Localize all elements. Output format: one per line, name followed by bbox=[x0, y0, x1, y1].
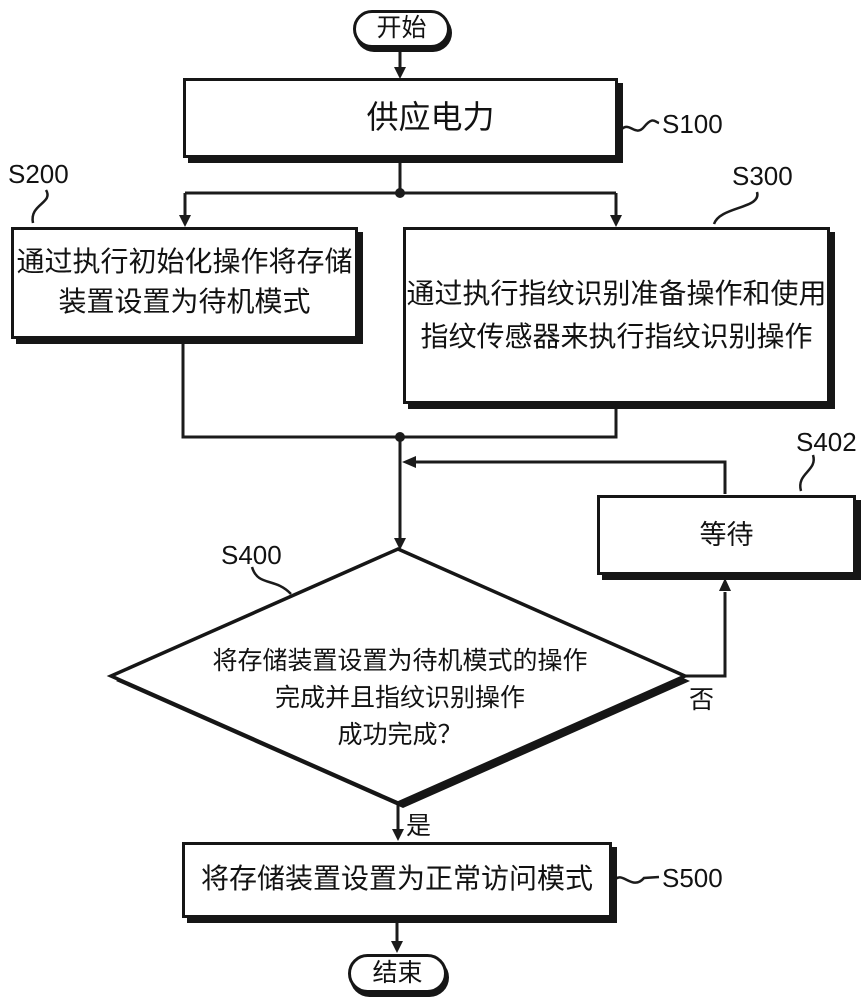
arrowhead bbox=[391, 941, 403, 953]
s500-label: 将存储装置设置为正常访问模式 bbox=[200, 864, 593, 896]
step-label-s200: S200 bbox=[8, 159, 69, 189]
label-squiggle-s500 bbox=[612, 875, 660, 884]
step-label-s402: S402 bbox=[796, 427, 857, 457]
label-squiggle-s400 bbox=[250, 566, 292, 595]
edge-no-to-s402 bbox=[685, 592, 727, 678]
edge-s402-return bbox=[415, 460, 727, 494]
step-label-s500: S500 bbox=[662, 863, 723, 893]
step-label-s300: S300 bbox=[732, 161, 793, 191]
s100-label: 供应电力 bbox=[366, 99, 495, 136]
edge-label-yes: 是 bbox=[406, 813, 432, 840]
s400-line: 完成并且指纹识别操作 bbox=[274, 684, 525, 712]
s300-line: 指纹传感器来执行指纹识别操作 bbox=[420, 321, 813, 353]
junction-dot bbox=[395, 188, 405, 198]
s402-label: 等待 bbox=[699, 519, 754, 550]
step-label-s100: S100 bbox=[662, 109, 723, 139]
arrowhead bbox=[394, 67, 406, 79]
edge-s200-to-merge bbox=[181, 339, 398, 439]
s400-line: 成功完成？ bbox=[337, 721, 463, 749]
arrowhead bbox=[719, 578, 731, 591]
s400-line: 将存储装置设置为待机模式的操作 bbox=[212, 647, 588, 675]
arrowhead bbox=[179, 215, 191, 227]
step-label-s400: S400 bbox=[221, 540, 282, 570]
node-s300: 通过执行指纹识别准备操作和使用 指纹传感器来执行指纹识别操作 bbox=[403, 227, 830, 404]
label-squiggle-s200 bbox=[31, 189, 49, 224]
edge-label-no: 否 bbox=[689, 687, 715, 714]
s300-line: 通过执行指纹识别准备操作和使用 bbox=[406, 278, 827, 310]
node-s100: 供应电力 bbox=[183, 78, 618, 158]
label-squiggle-s402 bbox=[799, 454, 815, 492]
s200-line: 通过执行初始化操作将存储 bbox=[16, 247, 353, 278]
node-s402: 等待 bbox=[597, 495, 856, 575]
start-label: 开始 bbox=[376, 15, 427, 43]
end-label: 结束 bbox=[372, 959, 423, 987]
arrowhead bbox=[394, 538, 406, 550]
arrowhead bbox=[392, 829, 404, 841]
arrowhead bbox=[402, 456, 416, 468]
junction-dot bbox=[395, 432, 405, 442]
label-squiggle-s300 bbox=[712, 191, 759, 225]
node-s200: 通过执行初始化操作将存储 装置设置为待机模式 bbox=[11, 227, 358, 339]
node-s500: 将存储装置设置为正常访问模式 bbox=[182, 842, 612, 918]
node-start: 开始 bbox=[353, 10, 450, 48]
node-s400-text: 将存储装置设置为待机模式的操作 完成并且指纹识别操作 成功完成？ bbox=[130, 560, 670, 816]
s200-line: 装置设置为待机模式 bbox=[58, 287, 311, 318]
node-end: 结束 bbox=[348, 954, 447, 993]
label-squiggle-s100 bbox=[619, 119, 660, 132]
decision-diamond bbox=[106, 547, 690, 805]
arrowhead bbox=[610, 215, 622, 227]
edge-s300-to-merge bbox=[402, 404, 618, 439]
